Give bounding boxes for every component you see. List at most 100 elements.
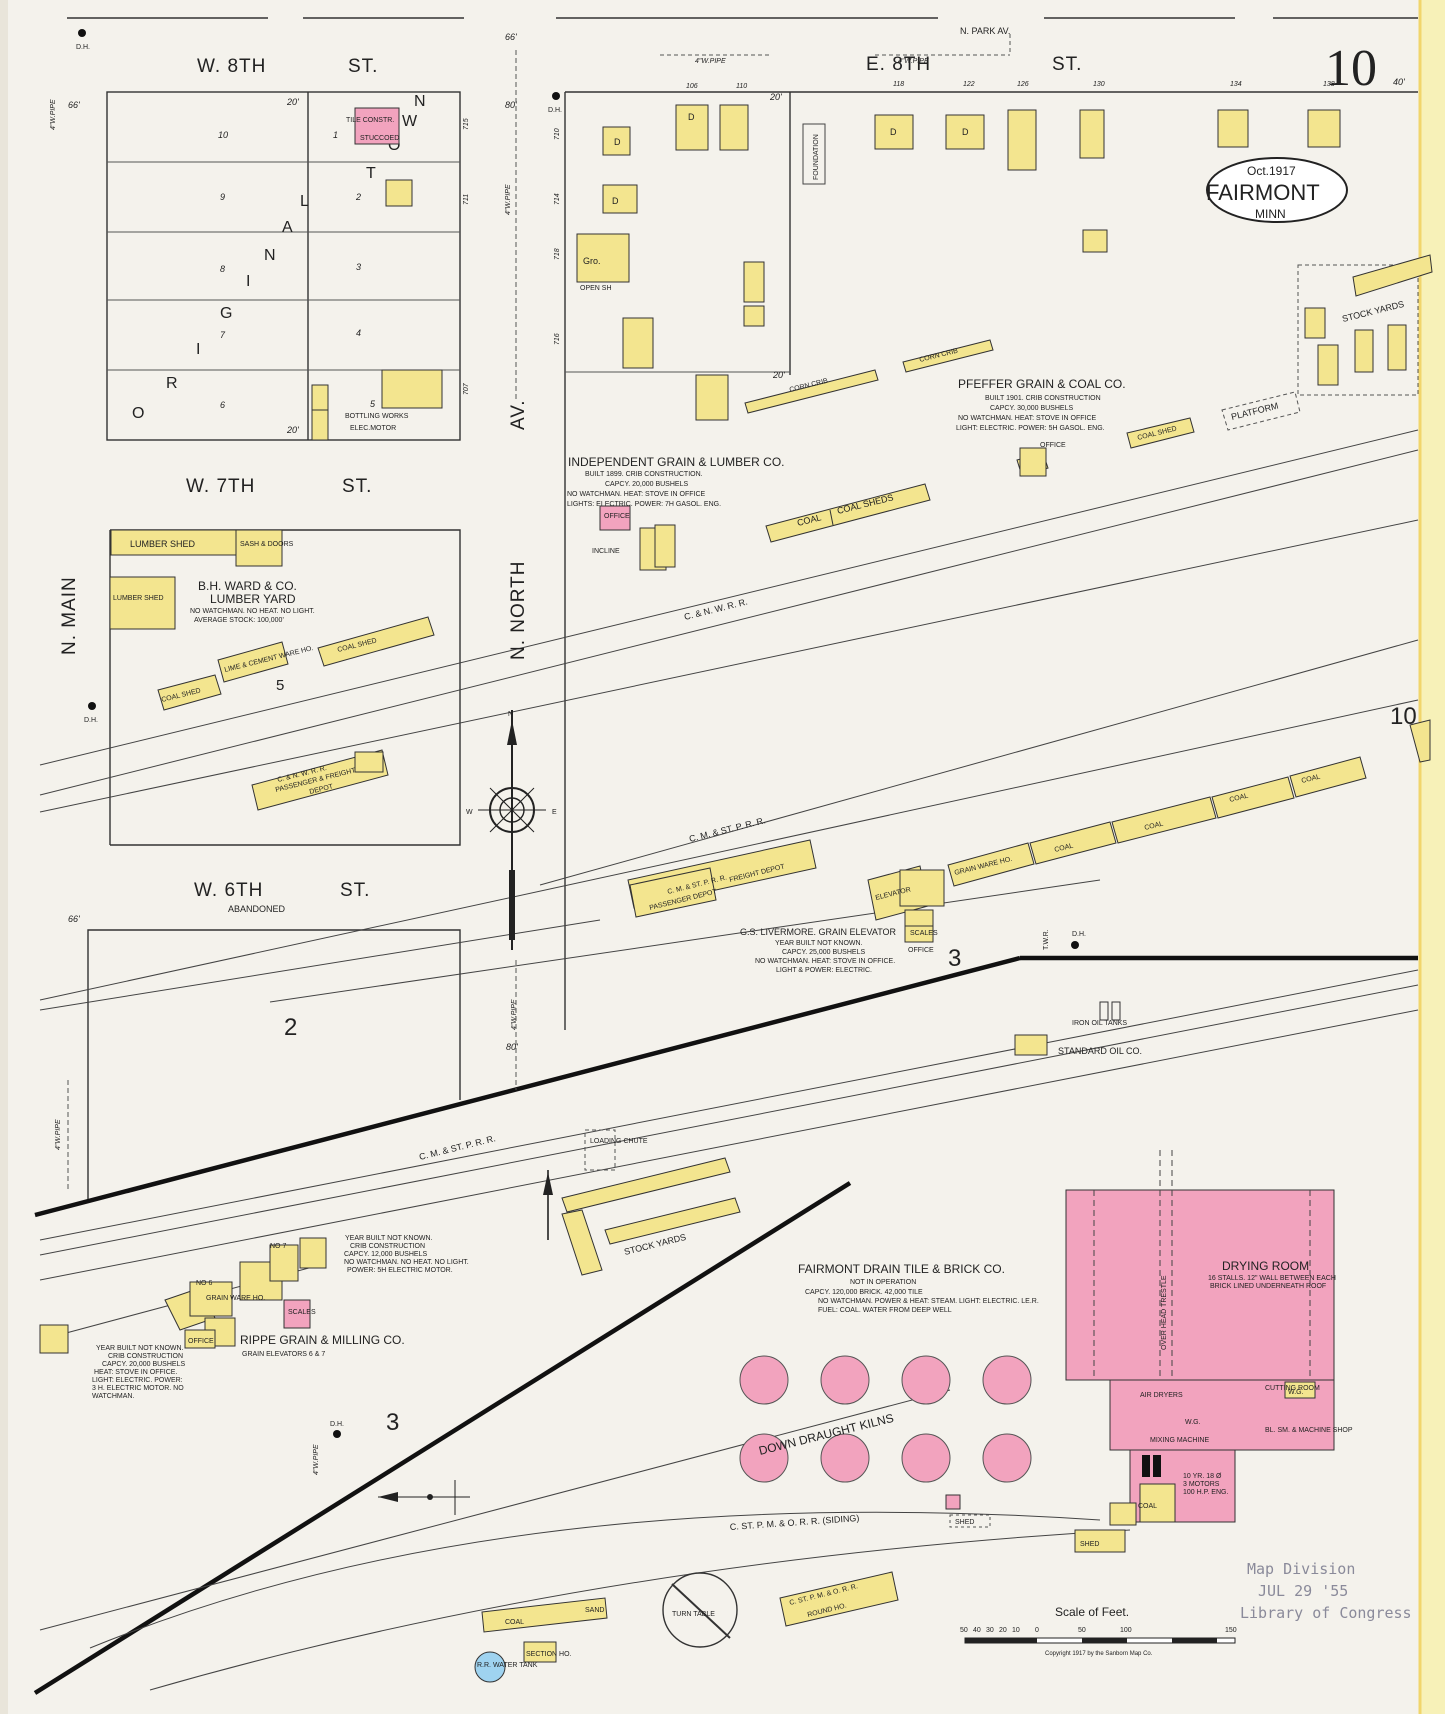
svg-text:707: 707 (463, 382, 470, 395)
svg-text:CUTTING ROOM: CUTTING ROOM (1265, 1385, 1320, 1392)
svg-text:710: 710 (554, 128, 561, 140)
roundhouse: TURN TABLE C. ST. P. M. & O. R. R. ROUND… (474, 1571, 899, 1683)
svg-text:40': 40' (1393, 77, 1405, 87)
svg-text:CRIB CONSTRUCTION: CRIB CONSTRUCTION (350, 1243, 425, 1250)
svg-text:T: T (366, 165, 378, 182)
svg-text:DRYING ROOM: DRYING ROOM (1222, 1259, 1309, 1273)
library-stamp: Map Division JUL 29 '55 Library of Congr… (1240, 1560, 1412, 1622)
svg-text:CAPCY. 25,000 BUSHELS: CAPCY. 25,000 BUSHELS (782, 949, 865, 956)
svg-text:LUMBER SHED: LUMBER SHED (130, 539, 196, 549)
original-town-label: O R I G I N A L T O W N (132, 93, 426, 422)
address-numbers: 106 110 118 122 126 130 134 138 715 711 … (463, 81, 1335, 395)
svg-text:718: 718 (554, 248, 561, 260)
street-labels: W. 8TH ST. E. 8TH ST. W. 7TH ST. W. 6TH … (59, 26, 1081, 914)
svg-text:50: 50 (1078, 1627, 1086, 1634)
svg-text:9: 9 (220, 192, 225, 202)
svg-text:COAL: COAL (505, 1619, 524, 1626)
svg-text:Copyright 1917 by the Sanborn: Copyright 1917 by the Sanborn Map Co. (1045, 1651, 1153, 1657)
svg-text:COAL: COAL (1054, 843, 1074, 854)
rippe-grain: NO 6 NO 7 GRAIN WARE HO. OFFICE SCALES R… (39, 1235, 469, 1400)
svg-text:4"W.PIPE: 4"W.PIPE (695, 58, 726, 65)
n-park-label: N. PARK AV. (960, 26, 1010, 36)
svg-text:LIGHT: ELECTRIC. POWER:: LIGHT: ELECTRIC. POWER: (92, 1377, 183, 1384)
svg-text:SCALES: SCALES (910, 930, 938, 937)
svg-text:G.S. LIVERMORE. GRAIN ELEVATOR: G.S. LIVERMORE. GRAIN ELEVATOR (740, 927, 897, 937)
svg-text:NO WATCHMAN. NO HEAT. NO LIGHT: NO WATCHMAN. NO HEAT. NO LIGHT. (344, 1259, 469, 1266)
svg-text:FAIRMONT DRAIN TILE & BRICK CO: FAIRMONT DRAIN TILE & BRICK CO. (798, 1262, 1005, 1276)
svg-text:110: 110 (736, 83, 747, 90)
svg-text:66': 66' (68, 914, 80, 924)
ward-lumber: LUMBER SHED SASH & DOORS LUMBER SHED B.H… (109, 529, 435, 711)
svg-text:715: 715 (463, 118, 470, 130)
n-north-street: N. NORTH (508, 561, 529, 660)
svg-text:4: 4 (356, 328, 361, 338)
svg-text:OFFICE: OFFICE (188, 1338, 214, 1345)
dimension-labels: 66' 66' 80' 20' 20' 20' 20' 40' 66' 80' … (50, 32, 1405, 1475)
svg-text:STUCCOED: STUCCOED (360, 135, 399, 142)
svg-text:NO WATCHMAN. POWER & HEAT: STE: NO WATCHMAN. POWER & HEAT: STEAM. LIGHT:… (818, 1298, 1039, 1305)
svg-text:20': 20' (286, 97, 299, 107)
svg-text:20: 20 (999, 1627, 1007, 1634)
svg-text:20': 20' (286, 425, 299, 435)
dwellings (311, 104, 1341, 441)
svg-text:D: D (612, 196, 619, 206)
svg-text:CAPCY. 20,000 BUSHELS: CAPCY. 20,000 BUSHELS (102, 1361, 185, 1368)
svg-text:3: 3 (948, 945, 961, 972)
svg-text:SHED: SHED (955, 1519, 974, 1526)
svg-text:OFFICE: OFFICE (604, 513, 630, 520)
svg-text:30: 30 (986, 1627, 994, 1634)
lot-numbers: 10 9 8 7 6 1 2 3 4 5 (218, 130, 376, 410)
svg-text:0: 0 (1035, 1627, 1039, 1634)
svg-text:TURN TABLE: TURN TABLE (672, 1611, 715, 1618)
map-state: MINN (1255, 207, 1286, 221)
svg-text:R.R. WATER TANK: R.R. WATER TANK (477, 1662, 538, 1669)
svg-text:GRAIN WARE HO.: GRAIN WARE HO. (206, 1295, 265, 1302)
svg-text:COAL: COAL (1301, 774, 1321, 785)
ne-stock-yards: STOCK YARDS PLATFORM (1221, 254, 1433, 431)
svg-text:CAPCY. 20,000 BUSHELS: CAPCY. 20,000 BUSHELS (605, 481, 688, 488)
svg-text:118: 118 (893, 81, 904, 88)
svg-text:138: 138 (1323, 81, 1335, 88)
svg-text:BUILT 1899. CRIB CONSTRUCTION.: BUILT 1899. CRIB CONSTRUCTION. (585, 471, 703, 478)
svg-text:OVER HEAD TRESTLE: OVER HEAD TRESTLE (1161, 1275, 1168, 1350)
svg-text:4"W.PIPE: 4"W.PIPE (898, 58, 929, 65)
block-numbers: 5 2 3 3 10 (276, 677, 1417, 1436)
svg-text:I: I (246, 273, 252, 290)
svg-text:4"W.PIPE: 4"W.PIPE (55, 1119, 62, 1150)
svg-text:STOCK YARDS: STOCK YARDS (1341, 299, 1405, 324)
brick-company: FAIRMONT DRAIN TILE & BRICK CO. NOT IN O… (798, 1150, 1353, 1553)
svg-text:PFEFFER GRAIN & COAL CO.: PFEFFER GRAIN & COAL CO. (958, 377, 1126, 391)
svg-text:FOUNDATION: FOUNDATION (813, 134, 820, 180)
svg-text:6: 6 (220, 400, 225, 410)
svg-text:1: 1 (333, 130, 338, 140)
svg-text:716: 716 (554, 333, 561, 345)
svg-text:BL. SM. & MACHINE SHOP: BL. SM. & MACHINE SHOP (1265, 1427, 1353, 1434)
svg-text:INCLINE: INCLINE (592, 548, 620, 555)
svg-text:66': 66' (505, 32, 517, 42)
svg-text:YEAR BUILT NOT KNOWN.: YEAR BUILT NOT KNOWN. (775, 940, 863, 947)
svg-text:4"W.PIPE: 4"W.PIPE (505, 184, 512, 215)
dwelling-labels: D D D D D Gro. OPEN SH FOUNDATION TILE C… (345, 112, 969, 432)
svg-text:E: E (552, 809, 557, 816)
svg-text:OPEN SH: OPEN SH (580, 285, 612, 292)
svg-text:LOADING CHUTE: LOADING CHUTE (590, 1138, 648, 1145)
svg-text:LUMBER YARD: LUMBER YARD (210, 592, 296, 606)
svg-text:ELEC.MOTOR: ELEC.MOTOR (350, 425, 396, 432)
svg-text:16 STALLS. 12" WALL BETWEEN EA: 16 STALLS. 12" WALL BETWEEN EACH (1208, 1275, 1336, 1282)
svg-text:10: 10 (1012, 1627, 1020, 1634)
dh-markers: D.H. D.H. D.H. D.H. D.H. (76, 29, 1086, 1438)
svg-text:OFFICE: OFFICE (908, 947, 934, 954)
svg-text:COAL: COAL (1229, 793, 1249, 804)
svg-text:Scale of Feet.: Scale of Feet. (1055, 1605, 1129, 1619)
map-city: FAIRMONT (1206, 180, 1320, 205)
block-outlines (87, 91, 1418, 1200)
svg-text:20': 20' (772, 370, 785, 380)
livermore-elevator: ELEVATOR SCALES OFFICE GRAIN WARE HO. CO… (740, 719, 1431, 974)
svg-text:MIXING MACHINE: MIXING MACHINE (1150, 1437, 1209, 1444)
scale-bar: Scale of Feet. 50 40 30 20 10 0 50 100 1… (960, 1605, 1237, 1657)
svg-text:3: 3 (356, 262, 361, 272)
svg-text:714: 714 (554, 193, 561, 205)
svg-text:RIPPE GRAIN & MILLING CO.: RIPPE GRAIN & MILLING CO. (240, 1333, 405, 1347)
independent-grain: INDEPENDENT GRAIN & LUMBER CO. BUILT 189… (567, 455, 931, 571)
